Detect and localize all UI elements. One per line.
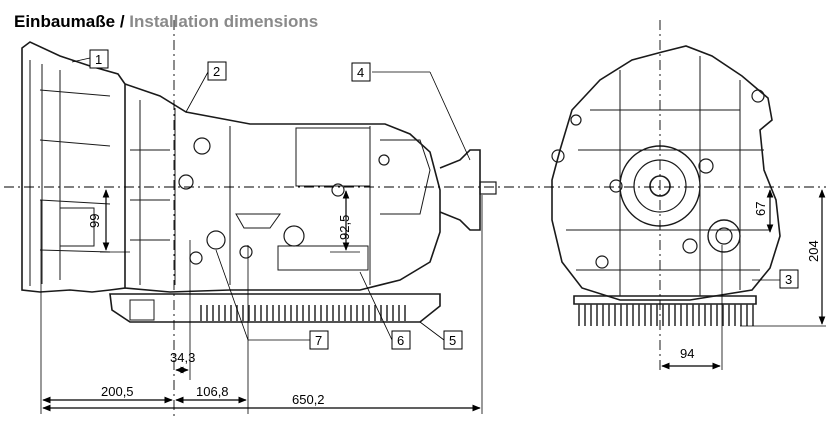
callout-1: 1	[89, 49, 109, 69]
dim-side-small: 99	[87, 214, 102, 228]
dim-height: 204	[806, 240, 821, 262]
dim-axis-to-mount: 106,8	[196, 384, 229, 399]
svg-text:1: 1	[95, 52, 102, 67]
dim-small-offset: 34,3	[170, 350, 195, 365]
callout-6: 6	[391, 330, 411, 350]
transmission-case	[124, 83, 441, 293]
svg-text:6: 6	[397, 333, 404, 348]
svg-text:3: 3	[785, 272, 792, 287]
callout-7: 7	[309, 330, 329, 350]
front-housing	[551, 45, 781, 301]
centerlines	[4, 20, 826, 420]
dim-front-to-axis: 200,5	[101, 384, 134, 399]
dimension-lines	[42, 189, 826, 412]
bell-housing	[21, 41, 126, 293]
page-title: Einbaumaße / Installation dimensions	[14, 12, 318, 32]
dim-side-vertical: 92,5	[337, 215, 352, 240]
front-oil-pan	[573, 295, 757, 305]
callout-leaders	[71, 57, 780, 341]
callout-2: 2	[207, 61, 227, 81]
output-flange	[439, 149, 481, 231]
svg-text:5: 5	[449, 333, 456, 348]
title-separator: /	[115, 12, 130, 31]
title-english: Installation dimensions	[129, 12, 319, 31]
dim-lateral: 94	[680, 346, 694, 361]
callout-4: 4	[351, 62, 371, 82]
side-view	[21, 41, 497, 323]
svg-text:2: 2	[213, 64, 220, 79]
callout-3: 3	[779, 269, 799, 289]
dim-right-offset: 67	[753, 202, 768, 216]
front-pan-fins	[576, 304, 754, 326]
svg-text:4: 4	[357, 65, 364, 80]
front-view	[551, 45, 781, 326]
oil-pan-fins	[200, 305, 410, 321]
extension-lines	[40, 195, 826, 414]
dim-overall-length: 650,2	[292, 392, 325, 407]
callout-5: 5	[443, 330, 463, 350]
title-german: Einbaumaße	[14, 12, 116, 31]
svg-text:7: 7	[315, 333, 322, 348]
